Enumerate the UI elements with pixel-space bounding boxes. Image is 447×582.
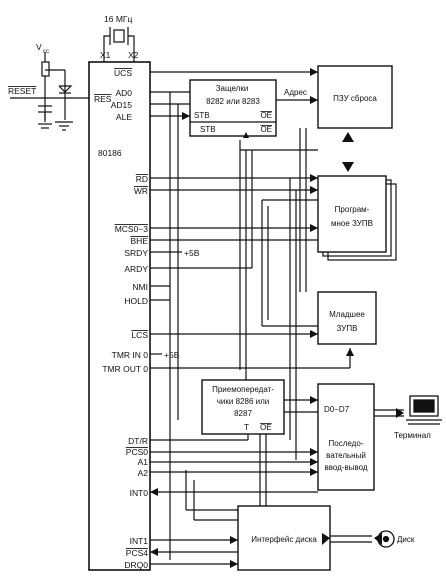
lower-ram-line2: ЗУПВ bbox=[337, 324, 358, 333]
lower-ram-block bbox=[317, 291, 377, 345]
pin-int1: INT1 bbox=[130, 536, 149, 546]
pin-res: RES bbox=[94, 94, 112, 104]
pullup-resistor bbox=[41, 61, 50, 77]
serial-d-label: D0−D7 bbox=[324, 405, 350, 414]
transceiver-line3: 8287 bbox=[234, 409, 252, 418]
srdy-5v-label: +5В bbox=[184, 248, 200, 258]
tmr-5v-label: +5В bbox=[164, 350, 180, 360]
pin-ale: ALE bbox=[116, 112, 132, 122]
program-ram-line1: Програм- bbox=[335, 205, 370, 214]
serial-line2: вательный bbox=[326, 451, 366, 460]
pin-srdy: SRDY bbox=[124, 248, 148, 258]
vcc-sub: cc bbox=[43, 49, 49, 55]
latch-stb2: STB bbox=[200, 125, 216, 134]
latch-model: 8282 или 8283 bbox=[206, 97, 260, 106]
pin-lcs: LCS bbox=[131, 330, 148, 340]
pin-wr: WR bbox=[134, 186, 148, 196]
pin-nmi: NMI bbox=[132, 282, 148, 292]
pin-a2: A2 bbox=[138, 468, 149, 478]
address-label: Адрес bbox=[284, 88, 307, 97]
pin-ad0: AD0 bbox=[115, 88, 132, 98]
latch-title: Защелки bbox=[216, 84, 249, 93]
clock-freq-label: 16 МГц bbox=[104, 14, 132, 24]
transceiver-line1: Приемопередат- bbox=[212, 385, 274, 394]
pin-ucs: UCS bbox=[114, 68, 132, 78]
transceiver-line2: чики 8286 или bbox=[217, 397, 269, 406]
disk-icon bbox=[377, 530, 395, 548]
pin-bhe: BHE bbox=[131, 236, 149, 246]
latch-block bbox=[189, 79, 277, 137]
pin-int0: INT0 bbox=[130, 488, 149, 498]
vcc-label: V bbox=[36, 42, 42, 52]
transceiver-oe: OE bbox=[260, 423, 272, 432]
rom-block bbox=[317, 65, 393, 129]
cpu-name: 80186 bbox=[98, 148, 122, 158]
latch-oe: OE bbox=[260, 111, 272, 120]
cpu-body bbox=[88, 61, 151, 571]
rom-label: ПЗУ сброса bbox=[333, 94, 377, 103]
program-ram-line2: мное ЗУПВ bbox=[331, 219, 373, 228]
latch-oe2: OE bbox=[260, 125, 272, 134]
pin-ad15: AD15 bbox=[111, 100, 133, 110]
serial-line3: ввод-вывод bbox=[324, 463, 367, 472]
terminal-label: Терминал bbox=[394, 431, 431, 440]
pin-tmr-out: TMR OUT 0 bbox=[102, 364, 148, 374]
pin-a1: A1 bbox=[138, 457, 149, 467]
disk-label: Диск bbox=[397, 535, 415, 544]
pin-rd: RD bbox=[136, 174, 148, 184]
pin-pcs0: PCS0 bbox=[126, 447, 148, 457]
latch-stb: STB bbox=[194, 111, 210, 120]
pin-mcs: MCS0−3 bbox=[115, 224, 149, 234]
disk-interface-label: Интерфейс диска bbox=[251, 535, 317, 544]
pin-pcs4: PCS4 bbox=[126, 548, 148, 558]
program-ram-block bbox=[317, 175, 387, 253]
crystal bbox=[113, 29, 125, 43]
transceiver-t: T bbox=[244, 423, 249, 432]
x2-label: X2 bbox=[128, 50, 139, 60]
pin-drq0: DRQ0 bbox=[124, 560, 148, 570]
x1-label: X1 bbox=[100, 50, 111, 60]
serial-io-block bbox=[317, 383, 375, 491]
pin-hold: HOLD bbox=[124, 296, 148, 306]
terminal-icon bbox=[406, 395, 442, 425]
reset-label: RESET bbox=[8, 86, 36, 96]
lower-ram-line1: Младшее bbox=[329, 310, 365, 319]
pin-tmr-in: TMR IN 0 bbox=[112, 350, 149, 360]
serial-line1: Последо- bbox=[329, 439, 364, 448]
pin-ardy: ARDY bbox=[124, 264, 148, 274]
pin-dtr: DT/R bbox=[128, 436, 148, 446]
transceiver-block bbox=[201, 379, 285, 435]
